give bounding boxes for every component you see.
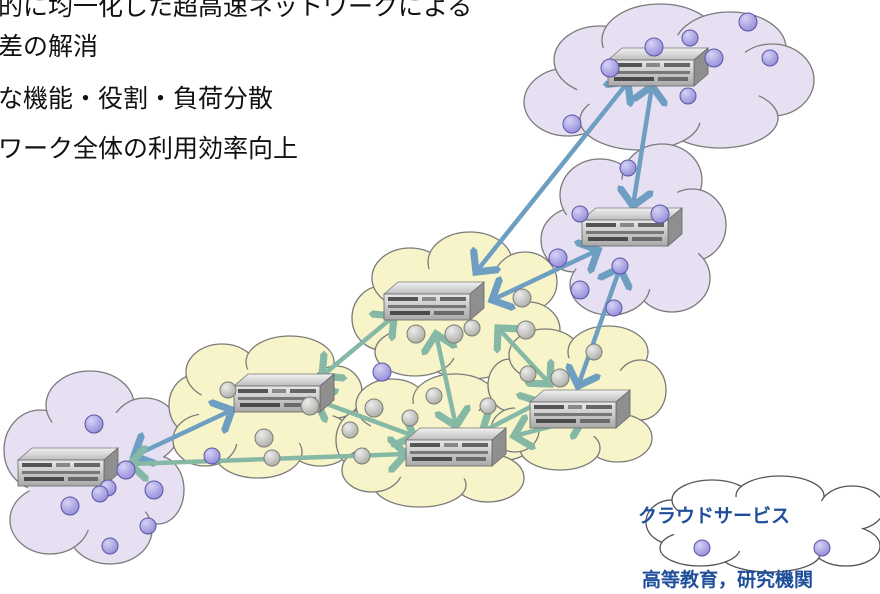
legend-caption: 高等教育，研究機関 bbox=[642, 568, 813, 591]
legend-cloud-label: クラウドサービス bbox=[638, 505, 790, 527]
legend-cloud bbox=[645, 475, 880, 573]
bullet-line-1: 的に均一化した超高速ネットワークによる bbox=[0, 0, 473, 21]
purple-nodes bbox=[60, 12, 779, 555]
bullet-line-4: ワーク全体の利用効率向上 bbox=[0, 134, 299, 163]
bullet-line-2: 差の解消 bbox=[0, 32, 99, 61]
arrow-topright-to-rightmiddle bbox=[633, 86, 652, 206]
legend-node-2 bbox=[813, 539, 831, 557]
legend-node-1 bbox=[693, 539, 711, 557]
server-bottom-left bbox=[17, 447, 119, 487]
server-right-bottom bbox=[529, 389, 631, 429]
arrow-leftmiddle-to-centerbottom bbox=[316, 400, 414, 436]
server-center-top bbox=[383, 281, 485, 321]
bullet-line-3: な機能・役割・負荷分散 bbox=[0, 84, 274, 113]
gray-nodes bbox=[219, 288, 603, 467]
arrows-blue bbox=[134, 82, 652, 456]
arrow-rightmiddle-to-rightbottom bbox=[578, 268, 620, 386]
arrow-rightmiddle-to-centertop bbox=[492, 250, 598, 300]
legend: クラウドサービス 高等教育，研究機関 bbox=[638, 475, 880, 591]
server-center-bottom bbox=[405, 427, 507, 467]
arrow-centertop-to-leftmiddle bbox=[322, 316, 394, 376]
arrow-centertop-to-rightbottom bbox=[498, 328, 550, 384]
arrow-centertop-to-centerbottom bbox=[436, 334, 456, 426]
